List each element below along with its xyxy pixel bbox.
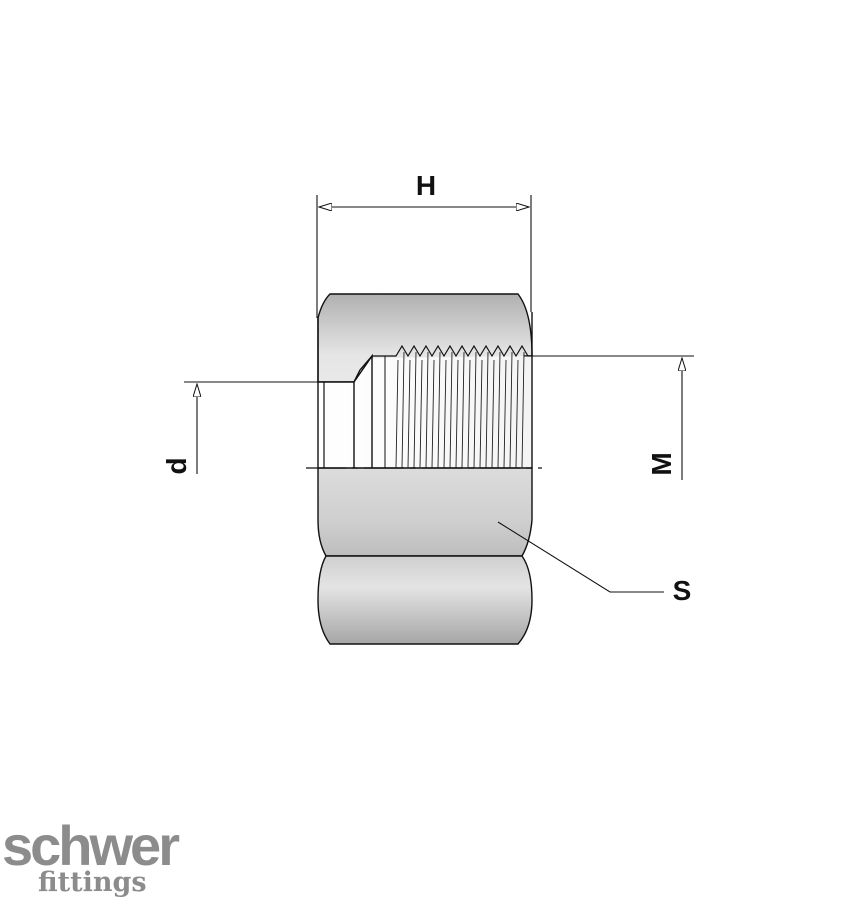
middle-hex-face	[317, 467, 533, 557]
label-m: M	[646, 452, 677, 475]
schwer-fittings-logo: schwer fittings	[2, 818, 202, 908]
section-outline	[317, 312, 533, 468]
dimension-d: d	[161, 381, 318, 475]
lower-hex-face	[317, 555, 533, 645]
dimension-m: M	[524, 355, 694, 480]
dimension-h: H	[316, 170, 532, 318]
label-h: H	[416, 170, 436, 201]
thread-lines	[395, 351, 525, 469]
logo-subtitle: fittings	[38, 867, 147, 898]
thread-profile	[372, 344, 532, 358]
leader-s: S	[497, 521, 692, 606]
label-d: d	[161, 457, 192, 474]
label-s: S	[673, 575, 692, 606]
logo-wordmark: schwer	[2, 814, 180, 877]
nut-body	[306, 293, 542, 645]
